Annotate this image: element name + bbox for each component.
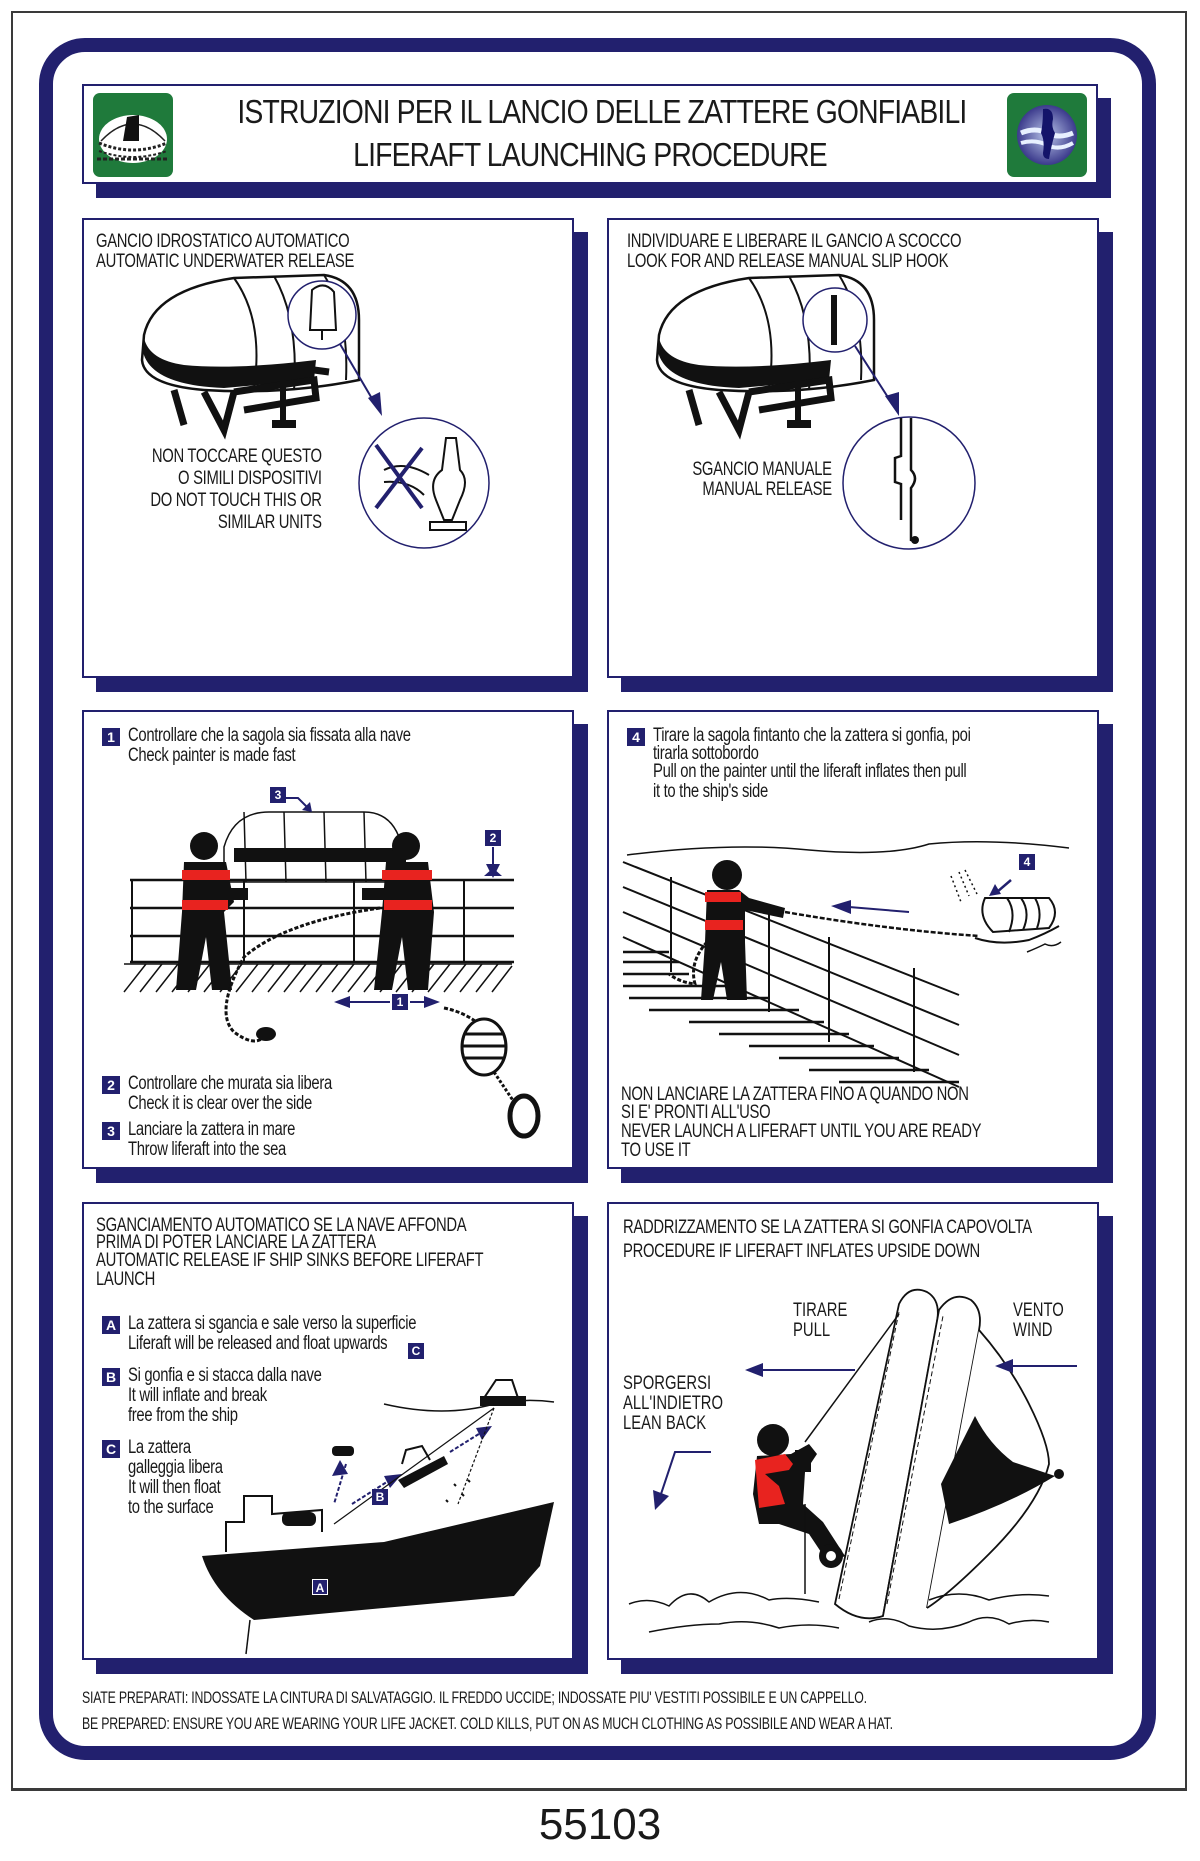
manual-release-note: SGANCIO MANUALE MANUAL RELEASE [692, 459, 833, 500]
panel-automatic-release-sinking: SGANCIAMENTO AUTOMATICO SE LA NAVE AFFON… [82, 1202, 574, 1660]
crew-throwing-liferaft-illustration [123, 797, 541, 1139]
footer-italian: SIATE PREPARATI: INDOSSATE LA CINTURA DI… [82, 1688, 867, 1707]
panel-title: INDIVIDUARE E LIBERARE IL GANCIO A SCOCC… [627, 231, 962, 272]
diagram-badge-1: 1 [392, 994, 408, 1010]
diagram-badge-2: 2 [485, 830, 501, 846]
liferaft-cradle-illustration [140, 273, 490, 549]
page-title: ISTRUZIONI PER IL LANCIO DELLE ZATTERE G… [180, 90, 1000, 176]
panel-throw-liferaft: 1 Controllare che la sagola sia fissata … [82, 710, 574, 1169]
product-code: 55103 [538, 1800, 662, 1849]
step-3: 3 Lanciare la zattera in mare Throw life… [102, 1120, 342, 1160]
step-a: A La zattera si sgancia e sale verso la … [102, 1314, 497, 1354]
step-badge: 4 [627, 728, 645, 746]
panel-automatic-release: GANCIO IDROSTATICO AUTOMATICO AUTOMATIC … [82, 218, 574, 678]
panel-pull-painter: 4 Tirare la sagola fintanto che la zatte… [607, 710, 1099, 1169]
wind-label: VENTO WIND [1013, 1300, 1064, 1341]
diagram-badge-4: 4 [1019, 854, 1035, 870]
diagram-badge-c: C [408, 1343, 424, 1359]
step-badge: B [102, 1368, 120, 1386]
righting-liferaft-illustration [628, 1288, 1077, 1633]
diagram-badge-3: 3 [270, 787, 286, 803]
liferaft-icon [93, 93, 173, 177]
step-badge: C [102, 1440, 120, 1458]
diagram-badge-a: A [312, 1579, 328, 1595]
do-not-touch-note: NON TOCCARE QUESTO O SIMILI DISPOSITIVI … [150, 446, 323, 533]
step-badge: 3 [102, 1122, 120, 1140]
title-english: LIFERAFT LAUNCHING PROCEDURE [353, 136, 828, 173]
header: ISTRUZIONI PER IL LANCIO DELLE ZATTERE G… [82, 84, 1098, 184]
sinking-ship-illustration [202, 1379, 555, 1655]
launch-warning: NON LANCIARE LA ZATTERA FINO A QUANDO NO… [621, 1084, 982, 1161]
panel-title: GANCIO IDROSTATICO AUTOMATICO AUTOMATIC … [96, 231, 355, 272]
step-c: C La zattera galleggia libera It will th… [102, 1438, 249, 1518]
panel-title: SGANCIAMENTO AUTOMATICO SE LA NAVE AFFON… [96, 1215, 484, 1290]
title-italian: ISTRUZIONI PER IL LANCIO DELLE ZATTERE G… [237, 93, 967, 130]
panel-manual-slip-hook: INDIVIDUARE E LIBERARE IL GANCIO A SCOCC… [607, 218, 1099, 678]
lean-back-label: SPORGERSI ALL'INDIETRO LEAN BACK [623, 1373, 724, 1434]
step-1: 1 Controllare che la sagola sia fissata … [102, 726, 490, 766]
footer-english: BE PREPARED: ENSURE YOU ARE WEARING YOUR… [82, 1714, 893, 1733]
step-badge: A [102, 1316, 120, 1334]
step-2: 2 Controllare che murata sia libera Chec… [102, 1074, 389, 1114]
diagram-badge-b: B [372, 1489, 388, 1505]
liferaft-slip-hook-illustration [655, 273, 976, 550]
panel-title: RADDRIZZAMENTO SE LA ZATTERA SI GONFIA C… [623, 1217, 1032, 1262]
step-b: B Si gonfia e si stacca dalla nave It wi… [102, 1366, 376, 1426]
panel-upside-down-procedure: RADDRIZZAMENTO SE LA ZATTERA SI GONFIA C… [607, 1202, 1099, 1660]
pull-label: TIRARE PULL [793, 1300, 848, 1341]
hydrostatic-release-icon [1007, 93, 1087, 177]
step-badge: 1 [102, 728, 120, 746]
pull-painter-illustration [622, 841, 1070, 1088]
step-badge: 2 [102, 1076, 120, 1094]
sign-frame [39, 38, 1156, 1760]
step-4: 4 Tirare la sagola fintanto che la zatte… [627, 726, 1060, 802]
